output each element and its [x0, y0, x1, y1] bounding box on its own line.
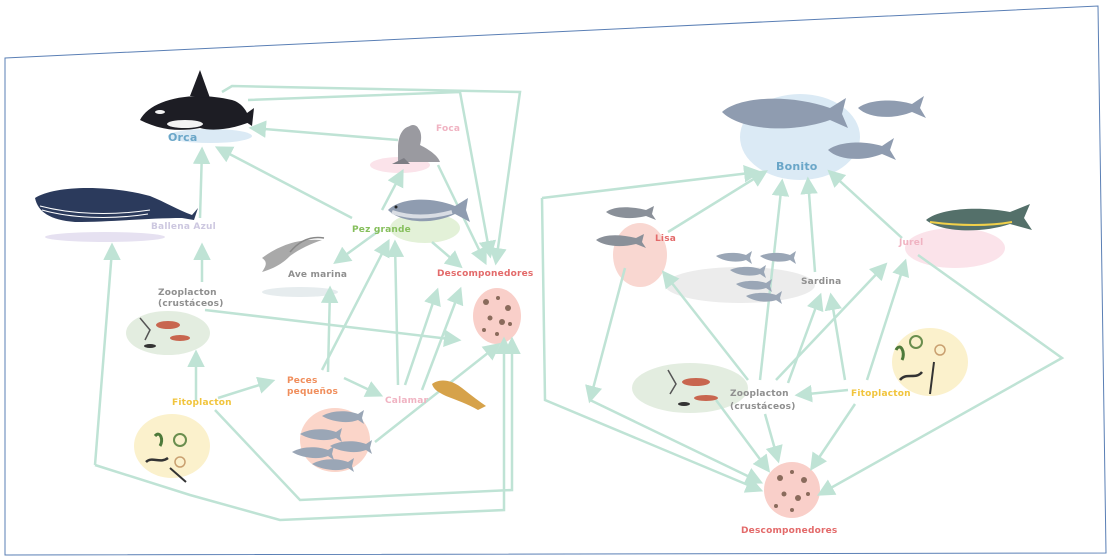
label-zooplacton-left-line1: Zooplacton [158, 288, 217, 298]
ballena-azul-icon [35, 187, 198, 222]
ave-marina-blob [262, 287, 338, 297]
label-zooplacton-left-line2: (crustáceos) [158, 299, 224, 309]
orca-blob [168, 129, 252, 143]
lisa-blob [613, 223, 667, 287]
zooplacton-right-blob [632, 363, 748, 413]
lisa-icon [596, 206, 656, 248]
foca-icon [392, 125, 440, 164]
orca-icon [140, 70, 254, 130]
jurel-blob [905, 228, 1005, 268]
label-ave-marina: Ave marina [288, 270, 348, 280]
label-descomponedores-left: Descomponedores [437, 269, 534, 279]
jurel-icon [926, 204, 1032, 231]
label-orca: Orca [168, 131, 198, 144]
label-zooplacton-right-line1: Zooplacton [730, 389, 789, 399]
label-calamar: Calamar [385, 396, 429, 406]
peces-pequenos-icon [292, 410, 372, 472]
label-peces-line1: Peces [287, 376, 318, 386]
fitoplacton-left-blob [134, 414, 210, 478]
fitoplacton-right-icon [894, 335, 946, 395]
descomponedores-right-icon [774, 470, 810, 512]
descomponedores-left-icon [482, 296, 512, 336]
pez-grande-icon [388, 198, 470, 222]
zooplacton-left-icon [139, 317, 190, 348]
fitoplacton-left-icon [145, 432, 187, 483]
ballena-blob [45, 232, 165, 242]
right-arrows [540, 164, 1065, 496]
label-bonito: Bonito [776, 160, 818, 173]
label-pez-grande: Pez grande [352, 225, 411, 235]
label-foca: Foca [436, 124, 461, 134]
frame-border [4, 5, 1107, 556]
zooplacton-left-blob [126, 311, 210, 355]
sardina-icon [716, 251, 796, 304]
calamar-icon [432, 380, 486, 410]
fitoplacton-right-blob [892, 328, 968, 396]
label-fitoplacton-left: Fitoplacton [172, 398, 232, 408]
pez-grande-blob [390, 213, 460, 243]
bonito-icon [722, 96, 926, 160]
label-sardina: Sardina [801, 277, 842, 287]
label-descomponedores-right: Descomponedores [741, 526, 838, 536]
label-jurel: Jurel [899, 238, 924, 248]
label-fitoplacton-right: Fitoplacton [851, 389, 911, 399]
label-peces-line2: pequeños [287, 387, 339, 397]
label-zooplacton-right-line2: (crustáceos) [730, 402, 796, 412]
ave-marina-icon [262, 236, 325, 272]
label-lisa: Lisa [655, 234, 677, 244]
label-ballena-azul: Ballena Azul [151, 222, 216, 232]
zooplacton-right-icon [667, 369, 718, 406]
